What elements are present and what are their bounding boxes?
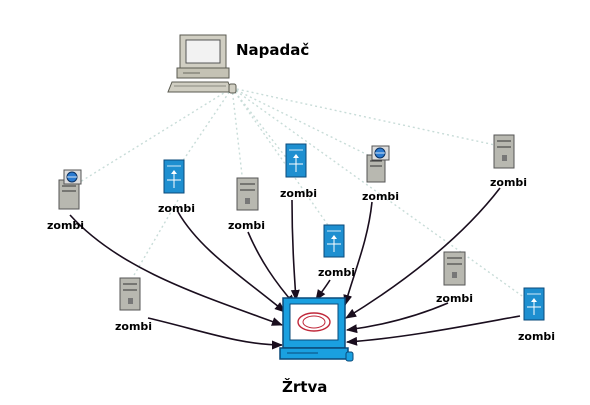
attack-link-z5 bbox=[343, 201, 373, 307]
tower-server-icon bbox=[119, 277, 141, 311]
server-globe-icon bbox=[58, 169, 82, 210]
zombie-node: zombi bbox=[115, 277, 152, 333]
attack-link-z3 bbox=[247, 231, 296, 306]
attack-link-z2 bbox=[177, 211, 286, 313]
network-server-icon bbox=[323, 224, 345, 258]
zombie-label: zombi bbox=[318, 266, 355, 279]
zombie-label: zombi bbox=[436, 292, 473, 305]
zombie-label: zombi bbox=[362, 190, 399, 203]
zombie-node: zombi bbox=[158, 159, 195, 215]
server-globe-icon bbox=[366, 145, 390, 183]
attack-links bbox=[69, 187, 521, 350]
attack-link-z1 bbox=[69, 214, 284, 326]
command-link-z10 bbox=[231, 87, 526, 299]
attack-link-z8 bbox=[147, 317, 284, 350]
zombie-label: zombi bbox=[280, 187, 317, 200]
zombie-group: zombi zombi zombi bbox=[47, 134, 555, 343]
attack-link-z9 bbox=[345, 302, 449, 334]
zombie-label: zombi bbox=[115, 320, 152, 333]
zombie-node: zombi bbox=[47, 169, 84, 232]
command-link-z8 bbox=[129, 199, 179, 283]
zombie-node: zombi bbox=[228, 177, 265, 232]
zombie-label: zombi bbox=[228, 219, 265, 232]
network-server-icon bbox=[163, 159, 185, 194]
zombie-node: zombi bbox=[362, 145, 399, 203]
victim-computer-icon bbox=[279, 297, 354, 362]
victim-node: Žrtva bbox=[279, 297, 354, 396]
command-links bbox=[79, 87, 526, 299]
command-link-z5 bbox=[231, 87, 379, 161]
zombie-node: zombi bbox=[280, 143, 317, 200]
network-server-icon bbox=[285, 143, 307, 178]
tower-server-icon bbox=[493, 134, 515, 169]
tower-server-icon bbox=[443, 251, 466, 286]
network-server-icon bbox=[523, 287, 545, 321]
zombie-node: zombi bbox=[318, 224, 355, 279]
attack-link-z7 bbox=[315, 279, 331, 301]
victim-label: Žrtva bbox=[282, 377, 327, 396]
attacker-computer-icon bbox=[167, 34, 237, 94]
attack-link-z10 bbox=[345, 315, 521, 346]
command-link-z1 bbox=[79, 87, 233, 183]
zombie-label: zombi bbox=[47, 219, 84, 232]
zombie-label: zombi bbox=[518, 330, 555, 343]
attack-link-z6 bbox=[345, 187, 501, 319]
attack-link-z4 bbox=[290, 199, 300, 302]
attacker-node: Napadač bbox=[167, 34, 309, 94]
zombie-label: zombi bbox=[158, 202, 195, 215]
command-link-z7 bbox=[231, 87, 331, 229]
zombie-label: zombi bbox=[490, 176, 527, 189]
attacker-label: Napadač bbox=[236, 41, 309, 59]
zombie-node: zombi bbox=[490, 134, 527, 189]
tower-server-icon bbox=[236, 177, 259, 211]
zombie-node: zombi bbox=[436, 251, 473, 305]
zombie-node: zombi bbox=[518, 287, 555, 343]
command-link-z4 bbox=[231, 87, 289, 161]
command-link-z2 bbox=[179, 87, 233, 166]
command-link-z6 bbox=[231, 87, 496, 146]
